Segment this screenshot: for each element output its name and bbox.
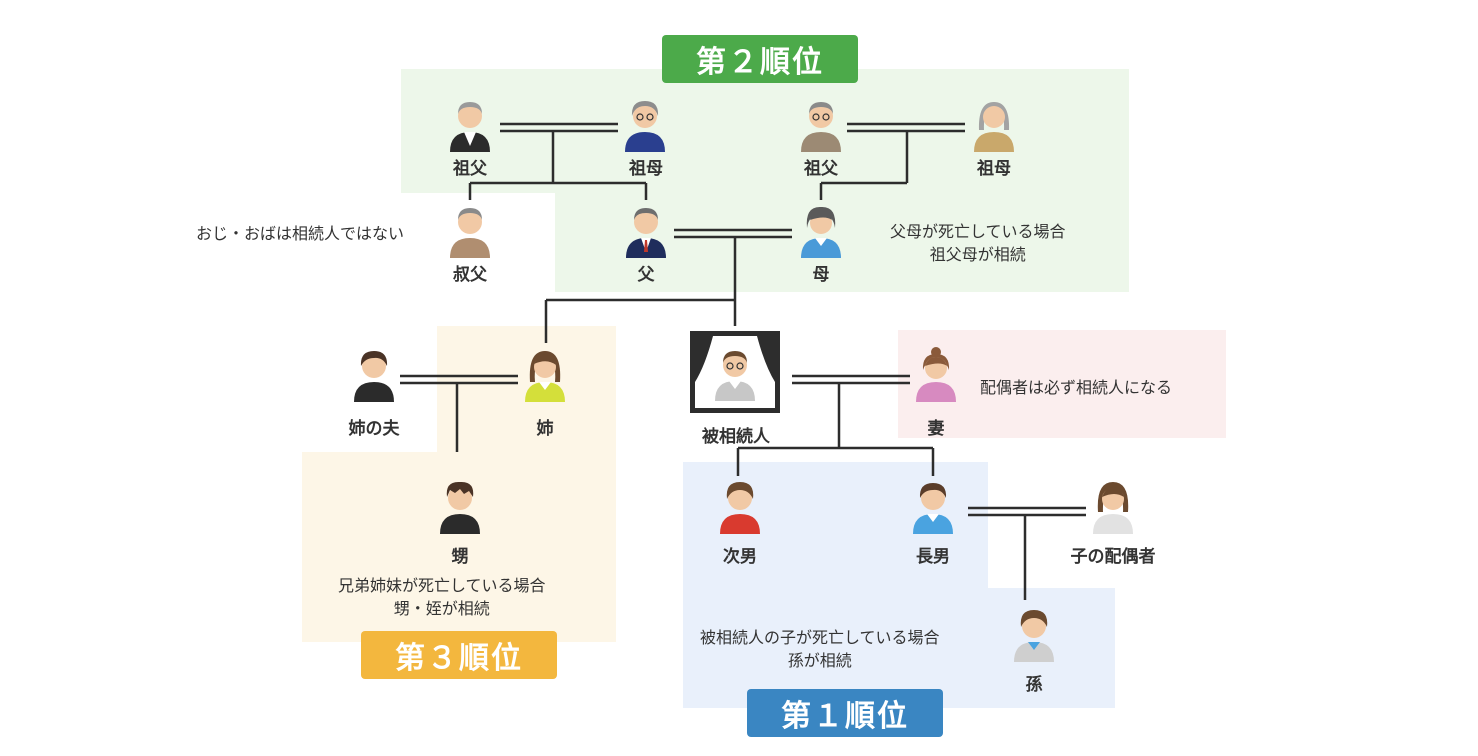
uncle-label: 叔父	[453, 265, 487, 285]
eldest-son-avatar	[909, 478, 957, 534]
childs-spouse-label: 子の配偶者	[1070, 547, 1156, 567]
father-avatar	[622, 202, 670, 258]
grandchild-avatar	[1010, 606, 1058, 662]
parents-dead-note-line1: 父母が死亡している場合	[890, 222, 1066, 241]
wife-label: 妻	[927, 419, 945, 439]
uncle-aunt-note: おじ・おばは相続人ではない	[196, 224, 405, 243]
wife-avatar	[912, 346, 960, 402]
maternal-grandfather-label: 祖父	[804, 159, 838, 179]
spouse-note: 配偶者は必ず相続人になる	[980, 378, 1173, 397]
children-dead-note: 被相続人の子が死亡している場合 孫が相続	[700, 626, 940, 672]
second-son-label: 次男	[723, 547, 757, 567]
spouse-zone	[898, 330, 1226, 438]
father-label: 父	[637, 265, 655, 285]
nephew-label: 甥	[451, 547, 469, 567]
grandchild-label: 孫	[1025, 675, 1043, 695]
parents-dead-note-line2: 祖父母が相続	[929, 245, 1026, 264]
sisters-husband-avatar	[350, 346, 398, 402]
paternal-grandfather-label: 祖父	[453, 159, 487, 179]
sister-avatar	[521, 346, 569, 402]
deceased-label: 被相続人	[702, 427, 770, 447]
maternal-grandfather-avatar	[797, 96, 845, 152]
deceased-avatar	[711, 345, 759, 401]
rank3-badge: 第３順位	[361, 631, 557, 679]
mother-avatar	[797, 202, 845, 258]
mother-label: 母	[812, 265, 830, 285]
maternal-grandmother-label: 祖母	[977, 159, 1011, 179]
uncle-avatar	[446, 202, 494, 258]
paternal-grandfather-avatar	[446, 96, 494, 152]
children-dead-note-line2: 孫が相続	[787, 651, 852, 670]
rank3-zone-top	[437, 326, 616, 456]
siblings-dead-note-line2: 甥・姪が相続	[393, 599, 490, 618]
rank1-badge: 第１順位	[747, 689, 943, 737]
paternal-grandmother-avatar	[621, 96, 669, 152]
childs-spouse-avatar	[1089, 478, 1137, 534]
paternal-grandmother-label: 祖母	[629, 159, 663, 179]
siblings-dead-note-line1: 兄弟姉妹が死亡している場合	[338, 576, 546, 595]
nephew-avatar	[436, 478, 484, 534]
parents-dead-note: 父母が死亡している場合 祖父母が相続	[890, 220, 1066, 266]
eldest-son-label: 長男	[916, 547, 950, 567]
sister-label: 姉	[536, 419, 554, 439]
maternal-grandmother-avatar	[970, 96, 1018, 152]
siblings-dead-note: 兄弟姉妹が死亡している場合 甥・姪が相続	[338, 574, 546, 620]
second-son-avatar	[716, 478, 764, 534]
children-dead-note-line1: 被相続人の子が死亡している場合	[700, 628, 940, 647]
rank2-badge: 第２順位	[662, 35, 858, 83]
sisters-husband-label: 姉の夫	[348, 419, 400, 439]
